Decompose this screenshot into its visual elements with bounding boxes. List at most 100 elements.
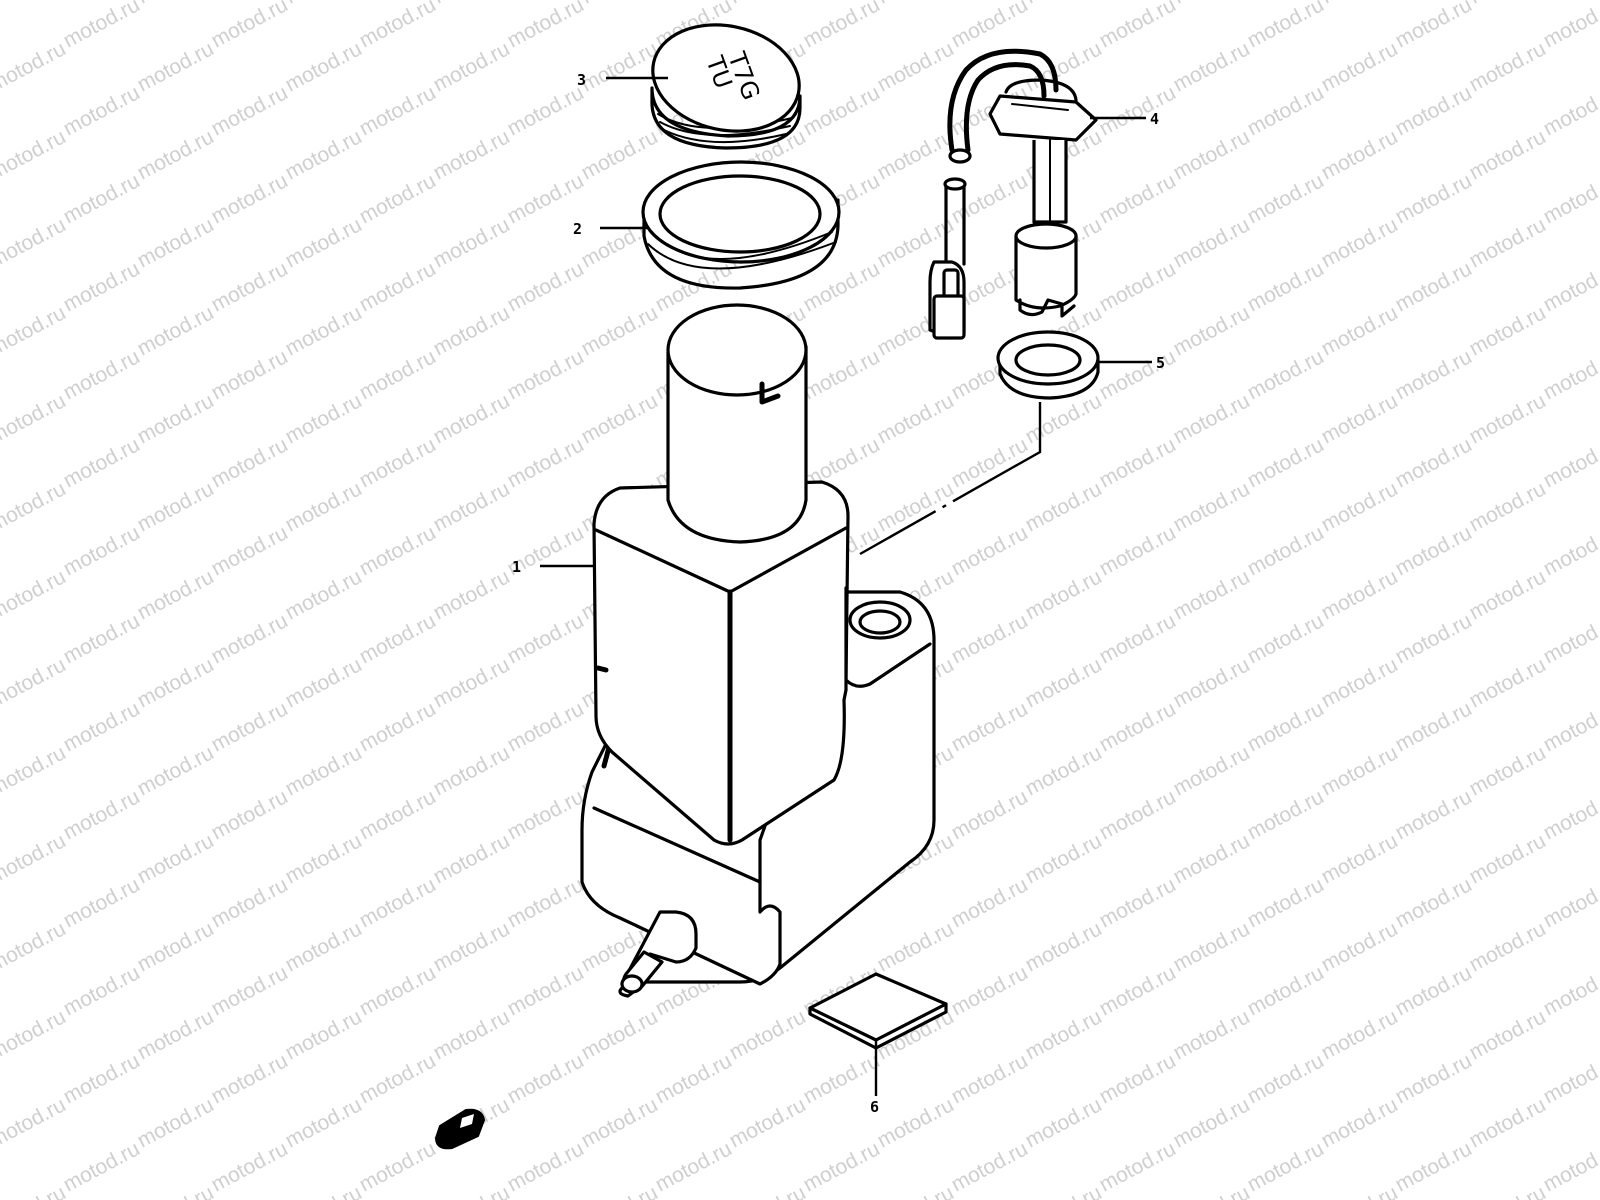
watermark-text: motod.ru <box>1540 521 1600 580</box>
watermark-text: motod.ru <box>652 1137 736 1196</box>
watermark-text: motod.ru <box>874 917 958 976</box>
watermark-text: motod.ru <box>1318 741 1402 800</box>
watermark-text: motod.ru <box>1392 345 1476 404</box>
watermark-text: motod.ru <box>1022 565 1106 624</box>
watermark-text: motod.ru <box>800 345 884 404</box>
watermark-text: motod.ru <box>874 389 958 448</box>
watermark-text: motod.ru <box>282 213 366 272</box>
watermark-text: motod.ru <box>1244 521 1328 580</box>
watermark-text: motod.ru <box>1318 653 1402 712</box>
watermark-text: motod.ru <box>0 1093 70 1152</box>
watermark-text: motod.ru <box>1466 741 1550 800</box>
watermark-text: motod.ru <box>208 0 292 52</box>
watermark-text: motod.ru <box>1170 37 1254 96</box>
watermark-text: motod.ru <box>1096 433 1180 492</box>
watermark-text: motod.ru <box>800 81 884 140</box>
watermark-text: motod.ru <box>60 961 144 1020</box>
watermark-text: motod.ru <box>0 389 70 448</box>
watermark-text: motod.ru <box>1392 433 1476 492</box>
callout-6: 6 <box>870 1098 879 1116</box>
watermark-text: motod.ru <box>208 433 292 492</box>
watermark-text: motod.ru <box>1170 389 1254 448</box>
watermark-text: motod.ru <box>1170 1181 1254 1200</box>
watermark-text: motod.ru <box>0 1005 70 1064</box>
watermark-text: motod.ru <box>60 81 144 140</box>
watermark-text: motod.ru <box>208 81 292 140</box>
watermark-text: motod.ru <box>430 301 514 360</box>
watermark-text: motod.ru <box>504 81 588 140</box>
watermark-text: motod.ru <box>430 829 514 888</box>
watermark-text: motod.ru <box>1392 169 1476 228</box>
watermark-text: motod.ru <box>1318 565 1402 624</box>
watermark-text: motod.ru <box>1466 653 1550 712</box>
watermark-text: motod.ru <box>134 829 218 888</box>
watermark-text: motod.ru <box>1096 697 1180 756</box>
watermark-text: motod.ru <box>1244 873 1328 932</box>
watermark-text: motod.ru <box>1466 917 1550 976</box>
watermark-text: motod.ru <box>356 81 440 140</box>
watermark-text: motod.ru <box>1466 125 1550 184</box>
watermark-text: motod.ru <box>208 169 292 228</box>
watermark-text: motod.ru <box>0 741 70 800</box>
watermark-text: motod.ru <box>356 169 440 228</box>
watermark-text: motod.ru <box>1318 0 1402 8</box>
callout-4: 4 <box>1150 110 1159 128</box>
watermark-text: motod.ru <box>1392 873 1476 932</box>
watermark-text: motod.ru <box>1096 1049 1180 1108</box>
watermark-text: motod.ru <box>948 521 1032 580</box>
grommet <box>996 330 1100 400</box>
watermark-text: motod.ru <box>1022 829 1106 888</box>
watermark-text: motod.ru <box>578 1005 662 1064</box>
leader-5-to-tank <box>859 402 1042 556</box>
watermark-text: motod.ru <box>356 961 440 1020</box>
watermark-text: motod.ru <box>578 1093 662 1152</box>
watermark-text: motod.ru <box>1170 653 1254 712</box>
watermark-text: motod.ru <box>0 1181 70 1200</box>
reservoir-tank <box>580 303 936 998</box>
watermark-text: motod.ru <box>60 257 144 316</box>
watermark-text: motod.ru <box>356 609 440 668</box>
watermark-text: motod.ru <box>1540 785 1600 844</box>
watermark-text: motod.ru <box>1466 1181 1550 1200</box>
watermark-text: motod.ru <box>726 1005 810 1064</box>
watermark-text: motod.ru <box>1540 433 1600 492</box>
watermark-text: motod.ru <box>356 345 440 404</box>
watermark-text: motod.ru <box>1540 1137 1600 1196</box>
watermark-text: motod.ru <box>0 37 70 96</box>
watermark-text: motod.ru <box>1318 477 1402 536</box>
watermark-text: motod.ru <box>430 653 514 712</box>
watermark-text: motod.ru <box>1318 1093 1402 1152</box>
watermark-text: motod.ru <box>356 257 440 316</box>
watermark-text: motod.ru <box>1318 1181 1402 1200</box>
watermark-text: motod.ru <box>504 873 588 932</box>
watermark-text: motod.ru <box>1022 653 1106 712</box>
watermark-text: motod.ru <box>356 873 440 932</box>
watermark-text: motod.ru <box>282 917 366 976</box>
watermark-text: motod.ru <box>208 961 292 1020</box>
watermark-text: motod.ru <box>1244 1049 1328 1108</box>
watermark-text: motod.ru <box>282 301 366 360</box>
watermark-text: motod.ru <box>208 257 292 316</box>
watermark-text: motod.ru <box>504 433 588 492</box>
watermark-text: motod.ru <box>208 1137 292 1196</box>
watermark-text: motod.ru <box>504 697 588 756</box>
watermark-text: motod.ru <box>1466 301 1550 360</box>
watermark-text: motod.ru <box>504 1137 588 1196</box>
watermark-text: motod.ru <box>1466 389 1550 448</box>
watermark-text: motod.ru <box>1318 301 1402 360</box>
watermark-text: motod.ru <box>1244 345 1328 404</box>
watermark-text: motod.ru <box>1096 873 1180 932</box>
callout-3: 3 <box>577 71 586 89</box>
watermark-text: motod.ru <box>1096 257 1180 316</box>
watermark-text: motod.ru <box>356 1049 440 1108</box>
watermark-text: motod.ru <box>134 565 218 624</box>
watermark-text: motod.ru <box>504 785 588 844</box>
watermark-text: motod.ru <box>356 433 440 492</box>
watermark-text: motod.ru <box>282 565 366 624</box>
watermark-text: motod.ru <box>430 565 514 624</box>
watermark-text: motod.ru <box>1170 1093 1254 1152</box>
watermark-text: motod.ru <box>578 37 662 96</box>
watermark-text: motod.ru <box>504 961 588 1020</box>
watermark-text: motod.ru <box>1022 477 1106 536</box>
watermark-text: motod.ru <box>134 389 218 448</box>
